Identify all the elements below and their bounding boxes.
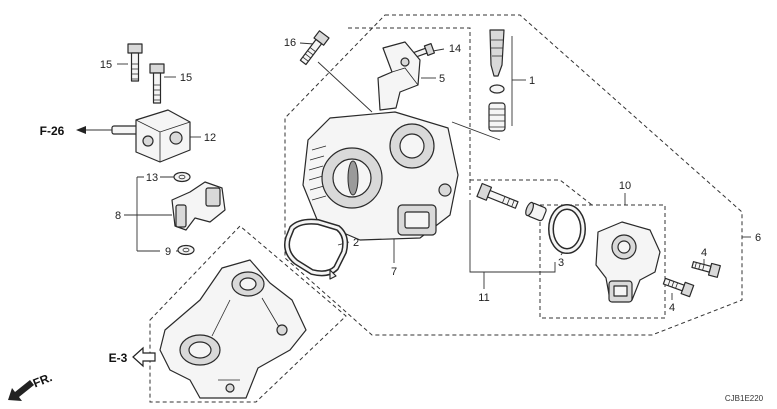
callout-6: 6 (755, 232, 761, 244)
reference-e3: E-3 (109, 351, 128, 365)
outline-arrow-left-icon (132, 346, 156, 368)
orientation-label: FR. (31, 370, 54, 390)
sensor-group-outline (348, 27, 471, 195)
bolt-16 (299, 30, 330, 66)
bolt-4-upper (691, 261, 721, 278)
callout-4-lower: 4 (669, 302, 675, 314)
callout-12: 12 (204, 132, 216, 144)
callout-7: 7 (391, 266, 397, 278)
sensor-8 (171, 181, 226, 231)
actuator-10 (595, 221, 661, 303)
callout-9: 9 (165, 246, 171, 258)
bolt-4-lower (662, 277, 695, 298)
washer-13 (173, 171, 191, 183)
callout-15-lower: 15 (180, 72, 192, 84)
callout-13: 13 (146, 172, 158, 184)
bolt-15-upper (127, 43, 143, 82)
gasket-2 (284, 218, 349, 280)
bolt-15-lower (149, 63, 165, 104)
collar-11 (525, 201, 547, 222)
throttle-body-7 (302, 111, 459, 241)
reference-f26: F-26 (40, 124, 65, 138)
washer-9 (177, 244, 195, 256)
leader-lines (117, 36, 751, 300)
callout-10: 10 (619, 180, 631, 192)
actuator-group-outline (539, 204, 666, 319)
sensor-1 (488, 29, 506, 132)
bracket-5 (377, 41, 421, 111)
intake-manifold (159, 259, 307, 399)
callout-14: 14 (449, 43, 461, 55)
callout-16: 16 (284, 37, 296, 49)
bolt-group-outline (470, 179, 593, 206)
bolt-11 (476, 182, 519, 209)
joint-block-12 (111, 109, 191, 163)
callout-4-upper: 4 (701, 247, 707, 259)
manifold-group-outline (149, 225, 347, 403)
diagram-code: CJB1E220 (725, 394, 764, 403)
callout-8: 8 (115, 210, 121, 222)
front-direction-arrow-icon (8, 380, 34, 401)
callout-2: 2 (353, 237, 359, 249)
throttle-assembly-group-outline (284, 14, 743, 336)
arrow-left-icon (76, 126, 112, 134)
callout-15-upper: 15 (100, 59, 112, 71)
callout-5: 5 (439, 73, 445, 85)
callout-1: 1 (529, 75, 535, 87)
callout-11: 11 (478, 292, 489, 304)
o-ring-3 (548, 204, 586, 254)
callout-3: 3 (558, 257, 564, 269)
